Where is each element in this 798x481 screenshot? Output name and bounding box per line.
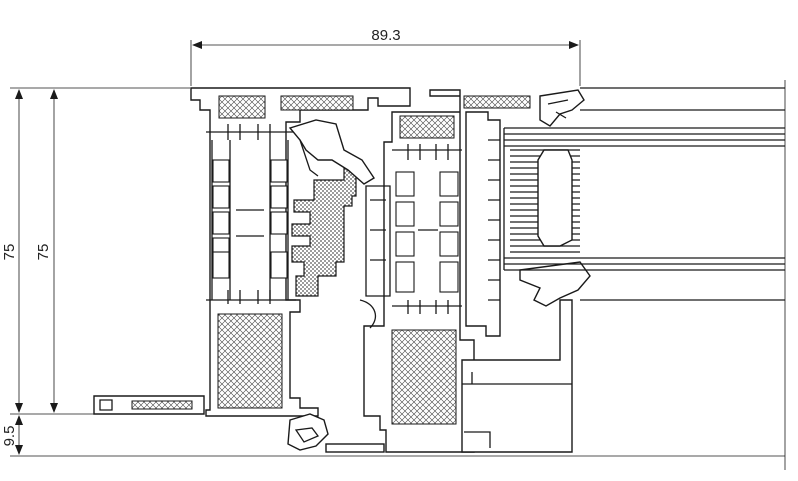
drainage-clip bbox=[287, 413, 385, 453]
width-dimension-label: 89.3 bbox=[371, 27, 400, 44]
inner-bead-profile bbox=[461, 111, 573, 453]
sash-thermal-insert-top bbox=[399, 115, 455, 139]
bottom-glass-gasket bbox=[519, 261, 591, 307]
thermal-insert-top-left bbox=[218, 95, 266, 119]
bottom-dimension-label: 9.5 bbox=[1, 426, 18, 447]
dimension-width: 89.3 bbox=[190, 27, 581, 86]
sill-insert bbox=[131, 400, 193, 410]
outer-frame-profile bbox=[190, 87, 411, 417]
height-outer-dimension-label: 75 bbox=[1, 244, 18, 261]
thermal-insert-bottom-left bbox=[217, 313, 283, 409]
center-gasket bbox=[291, 167, 357, 297]
top-glass-stop bbox=[463, 89, 585, 127]
sill-profile bbox=[93, 395, 205, 415]
sash-thermal-insert-bottom bbox=[391, 329, 457, 425]
glazing-unit bbox=[503, 87, 785, 301]
dimension-height-outer: 75 bbox=[1, 87, 190, 415]
spacer-bar bbox=[537, 149, 573, 247]
top-right-insert bbox=[463, 95, 531, 109]
height-inner-dimension-label: 75 bbox=[35, 244, 52, 261]
dimension-height-inner: 75 bbox=[35, 89, 58, 413]
glazing-bead-left bbox=[288, 119, 375, 185]
thermal-insert-top-mid bbox=[280, 95, 354, 111]
dimension-bottom: 9.5 bbox=[1, 415, 300, 457]
sash-profile bbox=[359, 89, 475, 453]
